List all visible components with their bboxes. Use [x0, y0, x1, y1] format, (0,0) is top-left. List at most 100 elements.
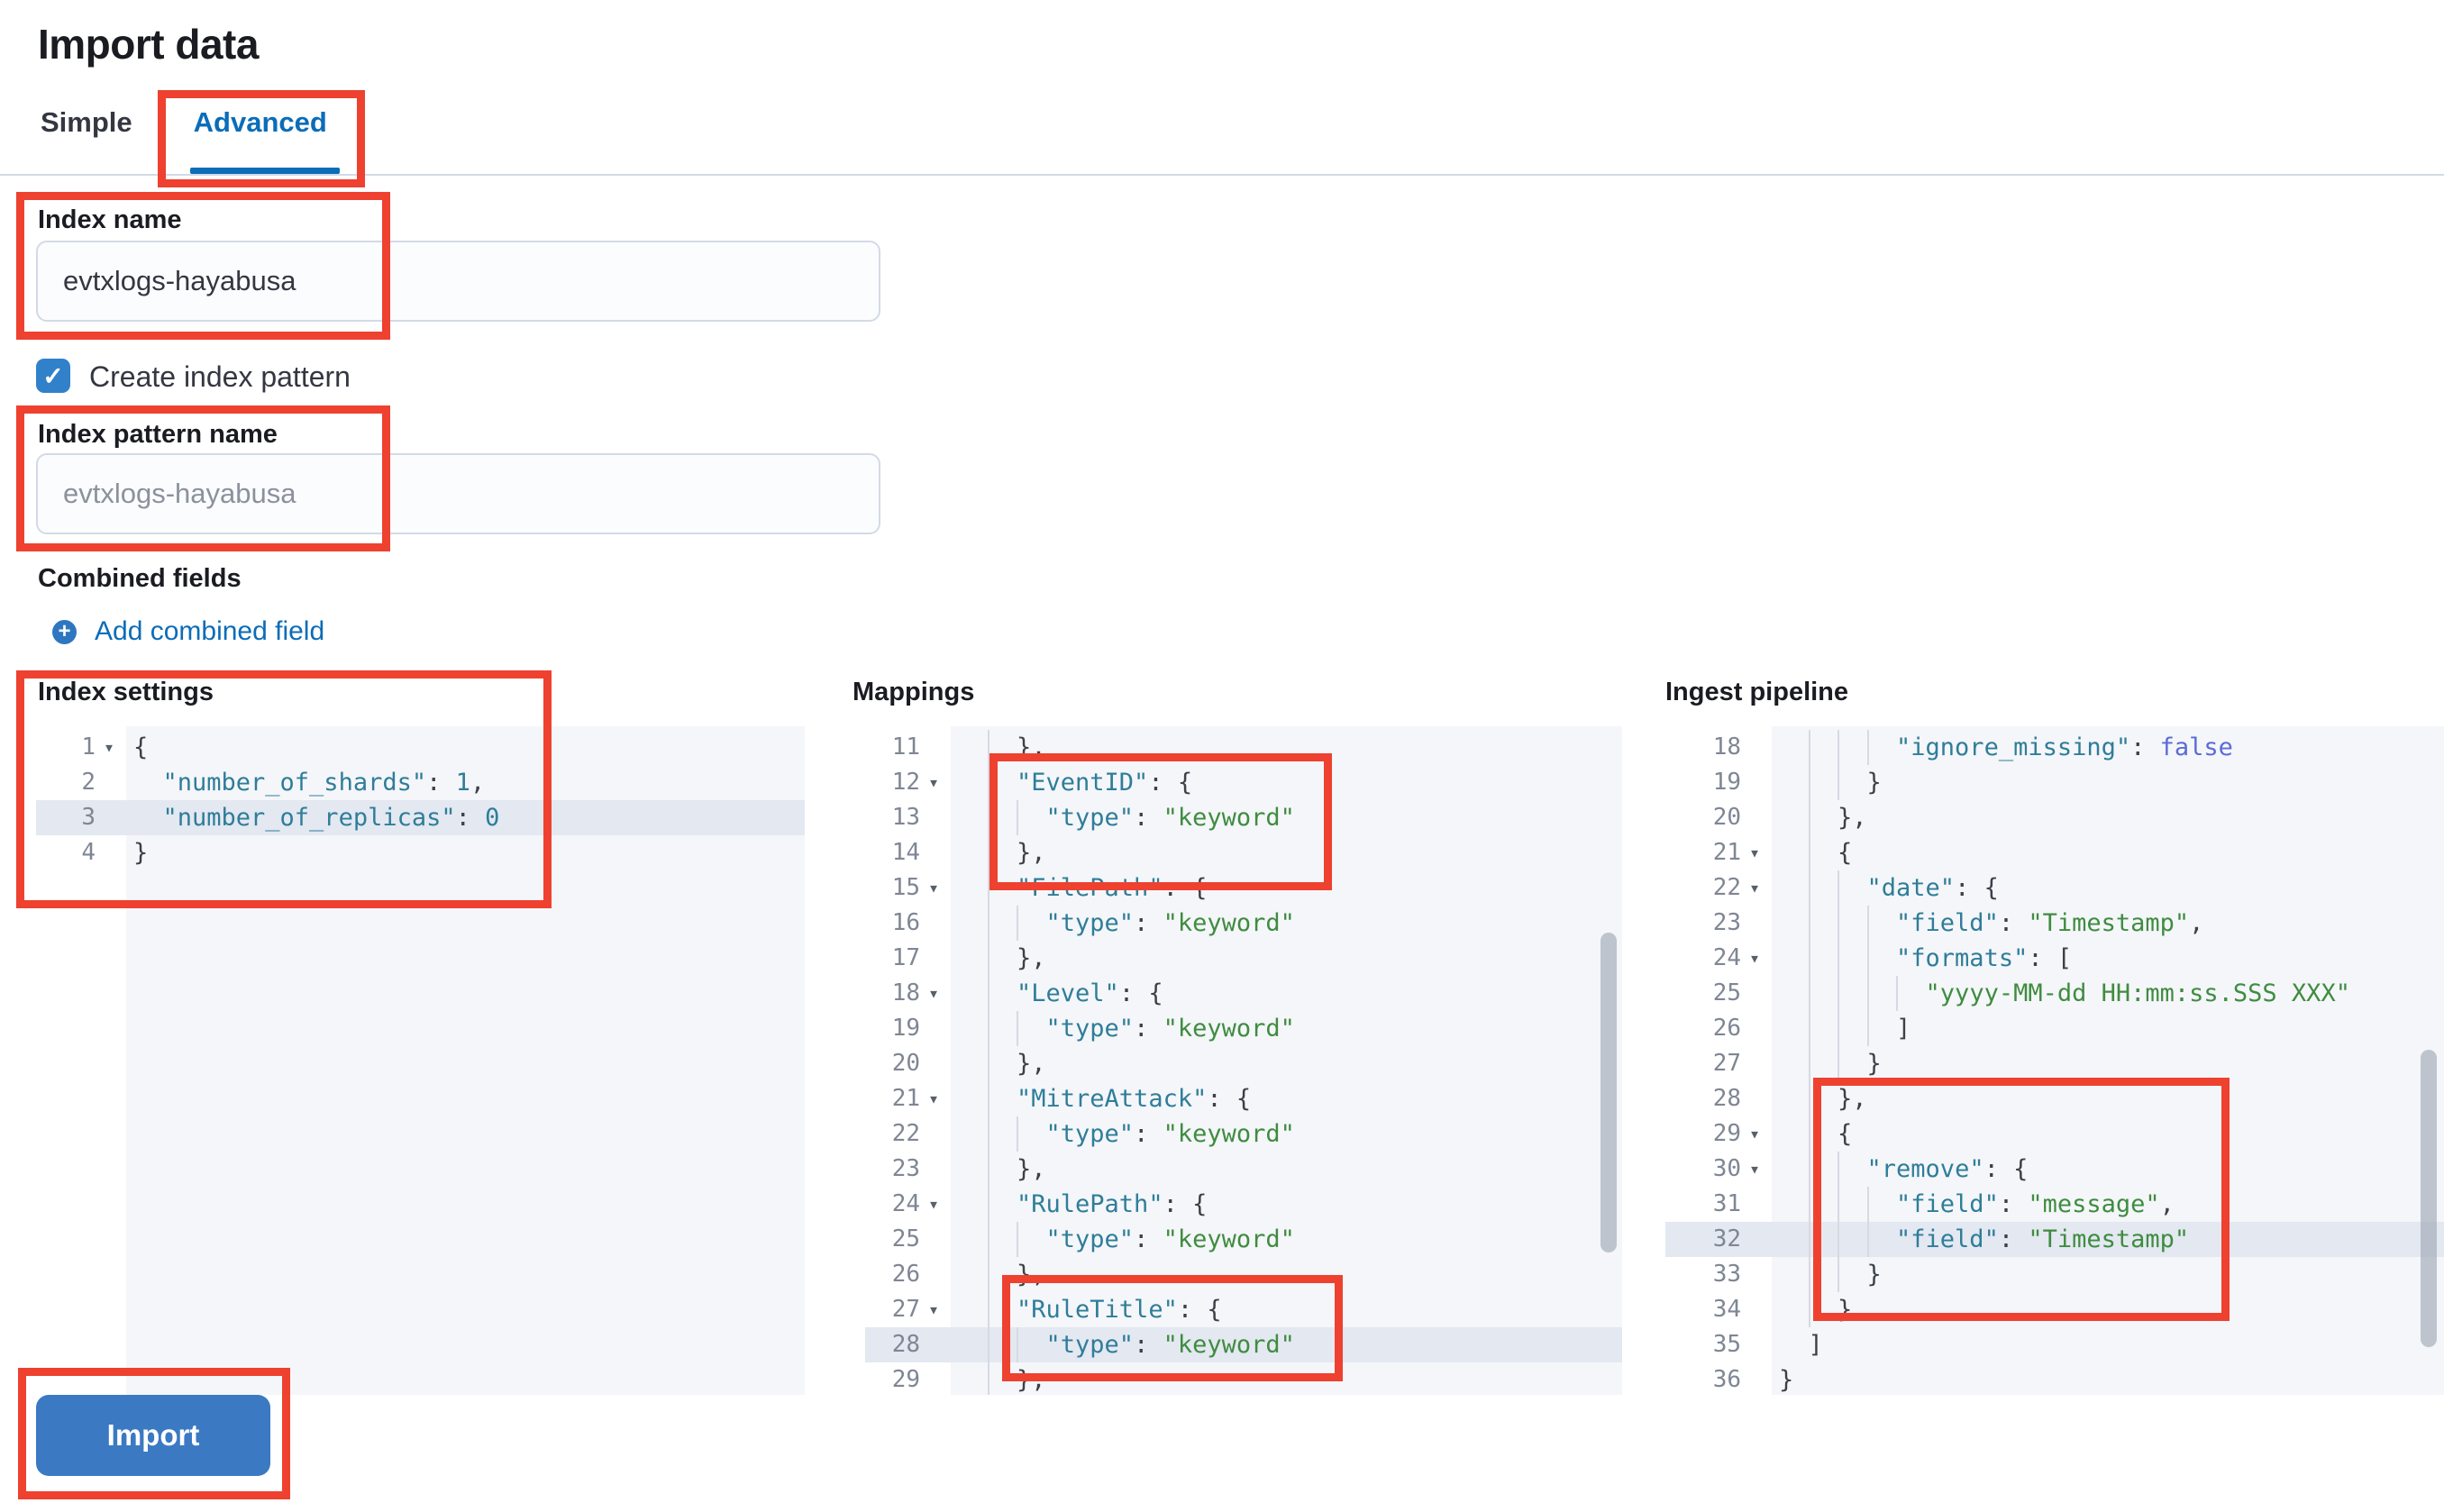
tab-bar: Simple Advanced — [41, 106, 327, 162]
fold-arrow-icon[interactable]: ▾ — [927, 877, 940, 898]
indent-guide — [987, 1081, 989, 1116]
code-line[interactable]: 24▾"formats": [ — [1665, 941, 2444, 976]
code-line[interactable]: 28"type": "keyword" — [865, 1327, 1622, 1362]
line-number: 29▾ — [1665, 1116, 1772, 1152]
fold-arrow-icon[interactable]: ▾ — [1748, 1123, 1761, 1144]
line-number: 21▾ — [865, 1081, 951, 1116]
code-line[interactable]: 16"type": "keyword" — [865, 906, 1622, 941]
indent-guide — [1866, 730, 1869, 765]
code-line[interactable]: 26}, — [865, 1257, 1622, 1292]
code-line[interactable]: 31"field": "message", — [1665, 1187, 2444, 1222]
fold-arrow-icon[interactable]: ▾ — [1748, 842, 1761, 863]
indent-guide — [1838, 1257, 1840, 1292]
code-line[interactable]: 28}, — [1665, 1081, 2444, 1116]
indent-guide — [1017, 1222, 1019, 1257]
line-number: 16 — [891, 909, 920, 936]
index-pattern-name-input[interactable] — [36, 453, 880, 534]
create-index-pattern-checkbox[interactable]: ✓ — [36, 359, 70, 393]
tab-advanced[interactable]: Advanced — [193, 106, 327, 138]
code-line[interactable]: 20}, — [1665, 800, 2444, 835]
add-combined-field-link[interactable]: + Add combined field — [52, 616, 324, 647]
line-number: 17 — [891, 944, 920, 971]
line-number: 21▾ — [1665, 835, 1772, 870]
indent-guide — [987, 1116, 989, 1152]
indent-guide — [987, 1011, 989, 1046]
code-line[interactable]: 25"type": "keyword" — [865, 1222, 1622, 1257]
code-line[interactable]: 22"type": "keyword" — [865, 1116, 1622, 1152]
indent-guide — [1017, 1011, 1019, 1046]
indent-guide — [1808, 1011, 1810, 1046]
code-line[interactable]: 30▾"remove": { — [1665, 1152, 2444, 1187]
indent-guide — [1808, 906, 1810, 941]
index-name-input[interactable] — [36, 241, 880, 322]
code-line[interactable]: 12▾"EventID": { — [865, 765, 1622, 800]
code-line[interactable]: 15▾"FilePath": { — [865, 870, 1622, 906]
code-line[interactable]: 26] — [1665, 1011, 2444, 1046]
code-line[interactable]: 14}, — [865, 835, 1622, 870]
fold-arrow-icon[interactable]: ▾ — [1748, 947, 1761, 969]
indent-guide — [1896, 976, 1899, 1011]
code-line[interactable]: 17}, — [865, 941, 1622, 976]
code-line[interactable]: 3"number_of_replicas": 0 — [36, 800, 805, 835]
mappings-scrollbar-thumb[interactable] — [1600, 933, 1617, 1252]
index-settings-label: Index settings — [38, 678, 214, 706]
fold-arrow-icon[interactable]: ▾ — [927, 982, 940, 1004]
code-line[interactable]: 29}, — [865, 1362, 1622, 1395]
code-line[interactable]: 25"yyyy-MM-dd HH:mm:ss.SSS XXX" — [1665, 976, 2444, 1011]
code-line[interactable]: 21▾{ — [1665, 835, 2444, 870]
code-line[interactable]: 20}, — [865, 1046, 1622, 1081]
code-line[interactable]: 11}, — [865, 730, 1622, 765]
line-number: 18▾ — [865, 976, 951, 1011]
code-line[interactable]: 22▾"date": { — [1665, 870, 2444, 906]
indent-guide — [1838, 870, 1840, 906]
code-line[interactable]: 32"field": "Timestamp" — [1665, 1222, 2444, 1257]
line-number: 29 — [891, 1366, 920, 1393]
code-line[interactable]: 23}, — [865, 1152, 1622, 1187]
fold-arrow-icon[interactable]: ▾ — [927, 1298, 940, 1320]
code-line[interactable]: 18"ignore_missing": false — [1665, 730, 2444, 765]
code-line[interactable]: 13"type": "keyword" — [865, 800, 1622, 835]
fold-arrow-icon[interactable]: ▾ — [103, 736, 115, 758]
code-line[interactable]: 35] — [1665, 1327, 2444, 1362]
code-line[interactable]: 21▾"MitreAttack": { — [865, 1081, 1622, 1116]
mappings-label: Mappings — [853, 678, 975, 706]
mappings-editor[interactable]: 11},12▾"EventID": {13"type": "keyword"14… — [865, 726, 1622, 1395]
indent-guide — [987, 906, 989, 941]
fold-arrow-icon[interactable]: ▾ — [927, 771, 940, 793]
indent-guide — [1808, 765, 1810, 800]
code-line[interactable]: 24▾"RulePath": { — [865, 1187, 1622, 1222]
indent-guide — [1808, 1222, 1810, 1257]
fold-arrow-icon[interactable]: ▾ — [1748, 1158, 1761, 1180]
code-line[interactable]: 2"number_of_shards": 1, — [36, 765, 805, 800]
code-line[interactable]: 19"type": "keyword" — [865, 1011, 1622, 1046]
code-line[interactable]: 4} — [36, 835, 805, 870]
line-number: 30▾ — [1665, 1152, 1772, 1187]
code-line[interactable]: 29▾{ — [1665, 1116, 2444, 1152]
fold-arrow-icon[interactable]: ▾ — [927, 1193, 940, 1215]
line-number: 27 — [1712, 1050, 1741, 1077]
line-number: 12▾ — [865, 765, 951, 800]
code-line[interactable]: 36} — [1665, 1362, 2444, 1395]
line-number: 24▾ — [865, 1187, 951, 1222]
code-line[interactable]: 1▾{ — [36, 730, 805, 765]
import-button[interactable]: Import — [36, 1395, 270, 1476]
ingest-pipeline-scrollbar-thumb[interactable] — [2421, 1050, 2437, 1347]
code-line[interactable]: 18▾"Level": { — [865, 976, 1622, 1011]
indent-guide — [1838, 1011, 1840, 1046]
code-line[interactable]: 23"field": "Timestamp", — [1665, 906, 2444, 941]
line-number: 19 — [1712, 769, 1741, 796]
fold-arrow-icon[interactable]: ▾ — [927, 1088, 940, 1109]
code-line[interactable]: 27▾"RuleTitle": { — [865, 1292, 1622, 1327]
code-line[interactable]: 19} — [1665, 765, 2444, 800]
indent-guide — [987, 1046, 989, 1081]
fold-arrow-icon[interactable]: ▾ — [1748, 877, 1761, 898]
tab-simple[interactable]: Simple — [41, 106, 132, 138]
indent-guide — [1808, 730, 1810, 765]
index-settings-editor[interactable]: 1▾{2"number_of_shards": 1,3"number_of_re… — [36, 726, 805, 1395]
code-line[interactable]: 33} — [1665, 1257, 2444, 1292]
code-line[interactable]: 34} — [1665, 1292, 2444, 1327]
indent-guide — [987, 835, 989, 870]
code-line[interactable]: 27} — [1665, 1046, 2444, 1081]
line-number: 1▾ — [36, 730, 126, 765]
